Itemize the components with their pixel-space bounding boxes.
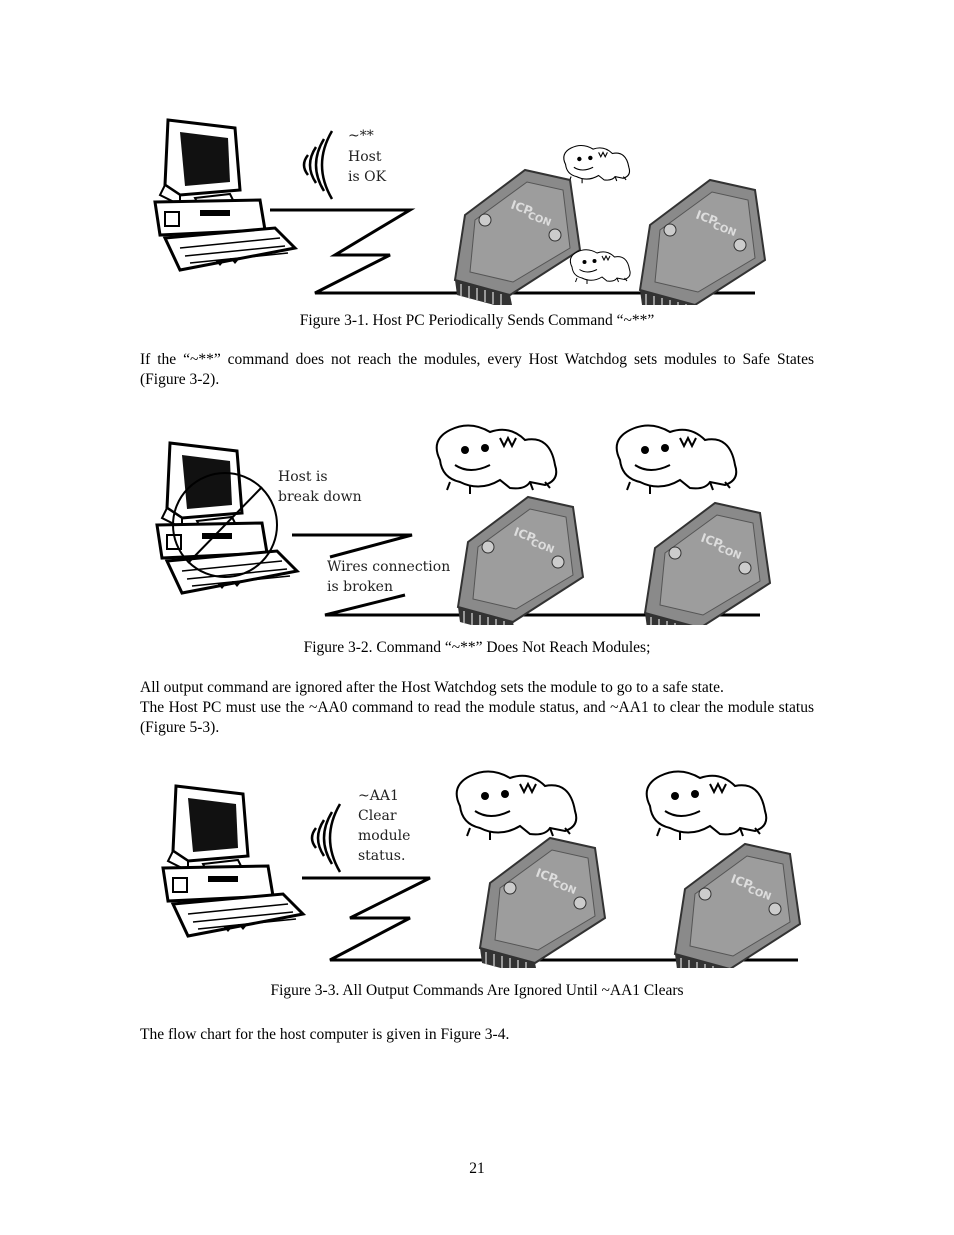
fig3-label-4: status. — [358, 848, 405, 864]
host-pc-icon — [153, 118, 297, 272]
paragraph-2: All output command are ignored after the… — [140, 679, 814, 736]
bulldog-icon — [563, 144, 631, 184]
wire-segment-top — [292, 533, 413, 559]
figure-2-caption: Figure 3-2. Command “~**” Does Not Reach… — [303, 639, 651, 656]
figure-3-caption: Figure 3-3. All Output Commands Are Igno… — [270, 982, 684, 999]
fig1-label-1: ~** — [348, 128, 374, 144]
fig2-wire-label-2: is broken — [327, 579, 393, 595]
wire-connection — [302, 876, 798, 962]
module-2-icon — [639, 179, 766, 305]
signal-waves-icon — [302, 129, 334, 201]
figure-1-caption: Figure 3-1. Host PC Periodically Sends C… — [299, 312, 655, 329]
bulldog-1-icon — [435, 424, 558, 495]
paragraph-1: If the “~**” command does not reach the … — [140, 351, 814, 388]
paragraph-3: The flow chart for the host computer is … — [140, 1026, 510, 1043]
signal-waves-icon — [310, 802, 342, 874]
fig3-label-3: module — [358, 828, 410, 844]
fig3-label-2: Clear — [358, 808, 397, 824]
module-2-icon — [674, 843, 801, 968]
broken-circle-icon — [172, 472, 278, 578]
module-2-icon — [644, 502, 771, 625]
figure-2: Host is break down Wires connection is b… — [130, 415, 810, 625]
fig1-label-3: is OK — [348, 169, 387, 185]
fig1-label-2: Host — [348, 149, 382, 165]
module-1-icon — [454, 169, 581, 305]
figure-3: ~AA1 Clear module status. — [130, 758, 810, 968]
fig2-host-label-1: Host is — [278, 469, 328, 485]
fig3-label-1: ~AA1 — [358, 788, 399, 804]
wire-connection — [270, 208, 755, 295]
fig2-host-label-2: break down — [278, 489, 362, 505]
host-pc-icon — [161, 784, 305, 938]
figure-1: ~** Host is OK — [130, 115, 810, 305]
broken-slash — [187, 486, 263, 564]
page-number: 21 — [469, 1160, 485, 1177]
bulldog-2-icon — [615, 424, 738, 495]
fig2-wire-label-1: Wires connection — [327, 559, 450, 575]
bulldog-1-icon — [455, 770, 578, 841]
module-1-icon — [457, 496, 584, 625]
wire-segment-bottom — [324, 593, 760, 617]
bulldog-2-icon — [645, 770, 768, 841]
bulldog-small-icon — [569, 249, 631, 285]
module-1-icon — [479, 837, 606, 968]
